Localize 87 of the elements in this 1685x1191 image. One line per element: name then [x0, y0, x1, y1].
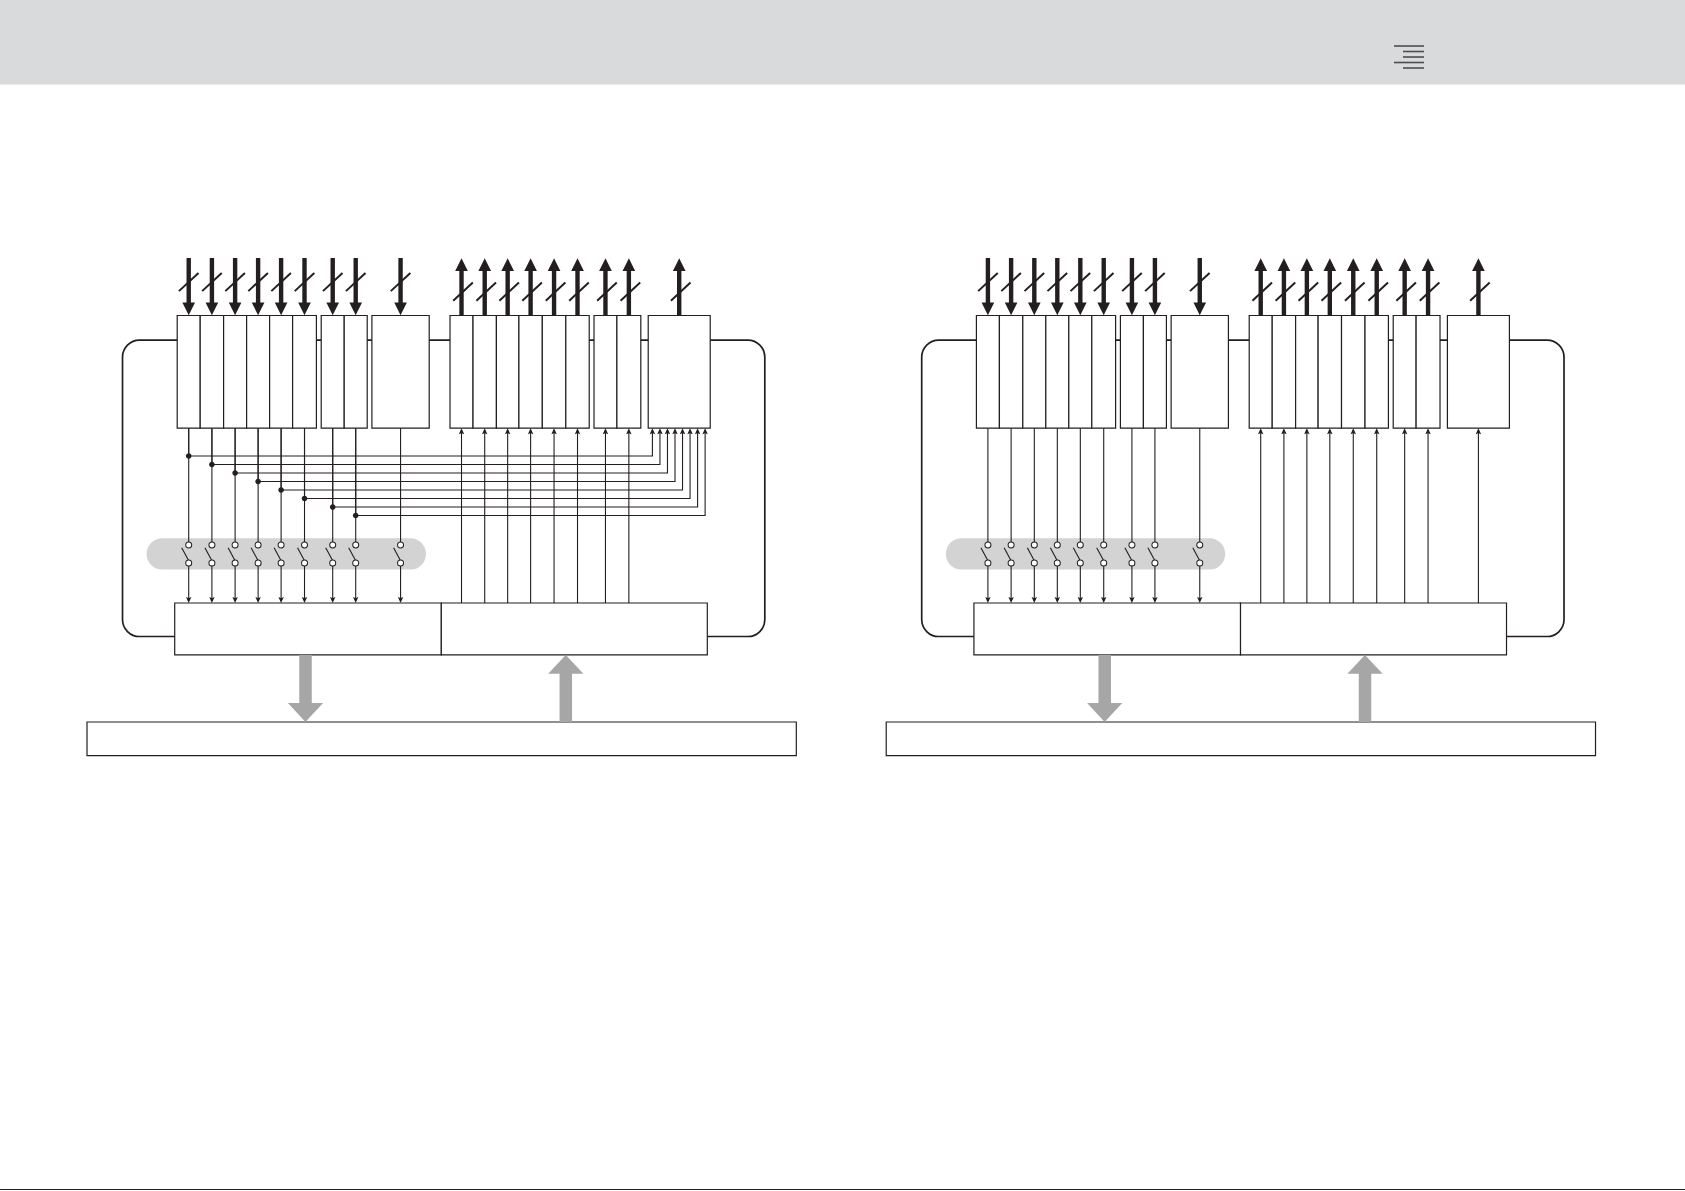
switch-symbol: [227, 541, 239, 567]
elbow-arrow: [257, 427, 678, 483]
elbow-arrow: [355, 427, 708, 517]
switch-symbol: [1026, 541, 1038, 567]
arrow: [209, 565, 215, 603]
cell-box: [246, 314, 271, 429]
cell-box: [472, 314, 497, 429]
arrow: [186, 565, 192, 603]
lower-box: [440, 602, 708, 656]
arrow: [255, 565, 261, 603]
block-box: [1170, 314, 1229, 429]
cell-box: [1045, 314, 1070, 429]
switch-symbol: [348, 541, 360, 567]
cell-box: [1364, 314, 1389, 429]
cell-box: [223, 314, 248, 429]
elbow-arrow: [211, 427, 663, 466]
switch-symbol: [325, 541, 337, 567]
long-box: [86, 721, 797, 757]
cell-box: [1415, 314, 1441, 429]
connector-line: [1056, 427, 1058, 543]
cell-box: [199, 314, 225, 429]
switch-symbol: [1147, 541, 1159, 567]
arrow: [1008, 565, 1014, 603]
cell-box: [495, 314, 520, 429]
switch-symbol: [1003, 541, 1015, 567]
cell-box: [1392, 314, 1417, 429]
cell-box: [593, 314, 618, 429]
cell-box: [1295, 314, 1319, 429]
switch-symbol: [1096, 541, 1108, 567]
switch-symbol: [250, 541, 262, 567]
arrow: [353, 565, 359, 603]
arrow: [330, 565, 336, 603]
block-box: [647, 314, 711, 429]
connector-line: [1131, 427, 1133, 543]
cell-box: [518, 314, 543, 429]
block-box: [371, 314, 430, 429]
switch-symbol: [296, 541, 308, 567]
cell-box: [541, 314, 567, 429]
connector-line: [1033, 427, 1035, 543]
arrow: [278, 565, 284, 603]
switch-symbol: [181, 541, 193, 567]
long-box: [885, 721, 1597, 757]
lower-box: [174, 602, 442, 656]
switch-symbol: [204, 541, 216, 567]
connector-line: [1199, 427, 1201, 543]
cell-box: [616, 314, 642, 429]
arrow: [1129, 565, 1135, 603]
switch-symbol: [1124, 541, 1136, 567]
switch-symbol: [1192, 541, 1204, 567]
connector-line: [400, 427, 402, 543]
arrow: [1152, 565, 1158, 603]
elbow-arrow: [303, 427, 693, 500]
cell-box: [1142, 314, 1167, 429]
connector-line: [1010, 427, 1012, 543]
switch-symbol: [393, 541, 405, 567]
switch-symbol: [980, 541, 992, 567]
cell-box: [449, 314, 474, 429]
connector-line: [1103, 427, 1105, 543]
cell-box: [1271, 314, 1297, 429]
arrow: [985, 565, 991, 603]
cell-box: [1340, 314, 1366, 429]
cell-box: [1091, 314, 1117, 429]
cell-box: [1022, 314, 1047, 429]
arrow: [1197, 565, 1203, 603]
switch-symbol: [1049, 541, 1061, 567]
cell-box: [1068, 314, 1093, 429]
connector-line: [1079, 427, 1081, 543]
block-box: [1446, 314, 1510, 429]
cell-box: [998, 314, 1024, 429]
cell-box: [1317, 314, 1343, 429]
connector-line: [987, 427, 989, 543]
connector-line: [1154, 427, 1156, 543]
cell-box: [176, 314, 201, 429]
cell-box: [343, 314, 368, 429]
cell-box: [1119, 314, 1144, 429]
cell-box: [292, 314, 317, 429]
cell-box: [1248, 314, 1273, 429]
lower-box: [1239, 602, 1508, 656]
switch-symbol: [1072, 541, 1084, 567]
switch-symbol: [273, 541, 285, 567]
cell-box: [975, 314, 1000, 429]
cell-box: [320, 314, 345, 429]
lower-box: [973, 602, 1242, 656]
cell-box: [565, 314, 590, 429]
arrow: [232, 565, 238, 603]
cell-box: [269, 314, 294, 429]
arrow: [1101, 565, 1107, 603]
